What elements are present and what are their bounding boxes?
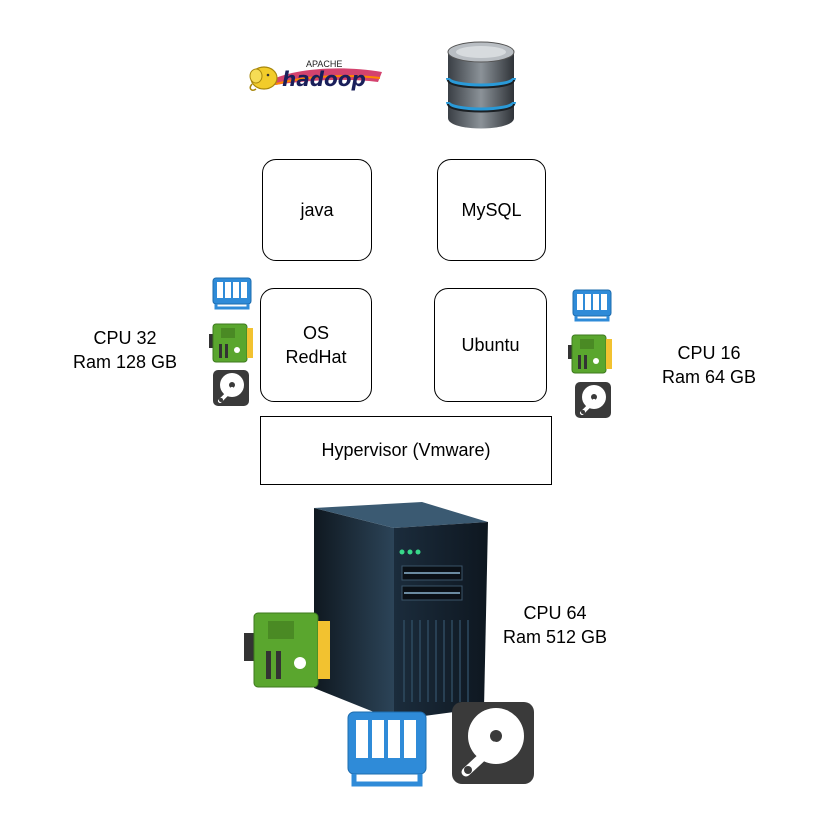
server-cpu: CPU 64 [523,603,587,623]
os-redhat-box: OS RedHat [260,288,372,402]
hard-disk-icon [450,700,536,786]
right-vm-ram: Ram 64 GB [661,367,757,387]
ubuntu-box: Ubuntu [434,288,547,402]
hadoop-logo: APACHE hadoop [246,56,386,94]
mysql-box: MySQL [437,159,546,261]
ram-module-icon [572,289,612,323]
java-label: java [300,200,334,220]
mysql-label: MySQL [461,200,522,220]
hadoop-logo-top: APACHE [306,59,342,69]
server-tower-icon [312,502,488,720]
hard-disk-icon [212,369,250,407]
hard-disk-icon [574,381,612,419]
left-vm-cpu: CPU 32 [93,328,157,348]
ram-module-icon [212,277,252,311]
server-ram: Ram 512 GB [502,627,608,647]
java-box: java [262,159,372,261]
ubuntu-label: Ubuntu [461,335,520,355]
database-cylinder-icon [444,40,518,132]
left-vm-ram: Ram 128 GB [72,352,178,372]
right-vm-specs: CPU 16 Ram 64 GB [634,341,784,389]
server-specs: CPU 64 Ram 512 GB [480,601,630,649]
ram-module-icon [346,710,428,790]
motherboard-icon [209,322,255,364]
hypervisor-label: Hypervisor (Vmware) [321,440,491,460]
redhat-label: RedHat [285,347,347,367]
os-label: OS [302,323,329,343]
motherboard-icon [244,611,332,689]
left-vm-specs: CPU 32 Ram 128 GB [50,326,200,374]
hadoop-logo-main: hadoop [282,67,366,91]
right-vm-cpu: CPU 16 [677,343,741,363]
hypervisor-box: Hypervisor (Vmware) [260,416,552,485]
motherboard-icon [568,333,614,375]
